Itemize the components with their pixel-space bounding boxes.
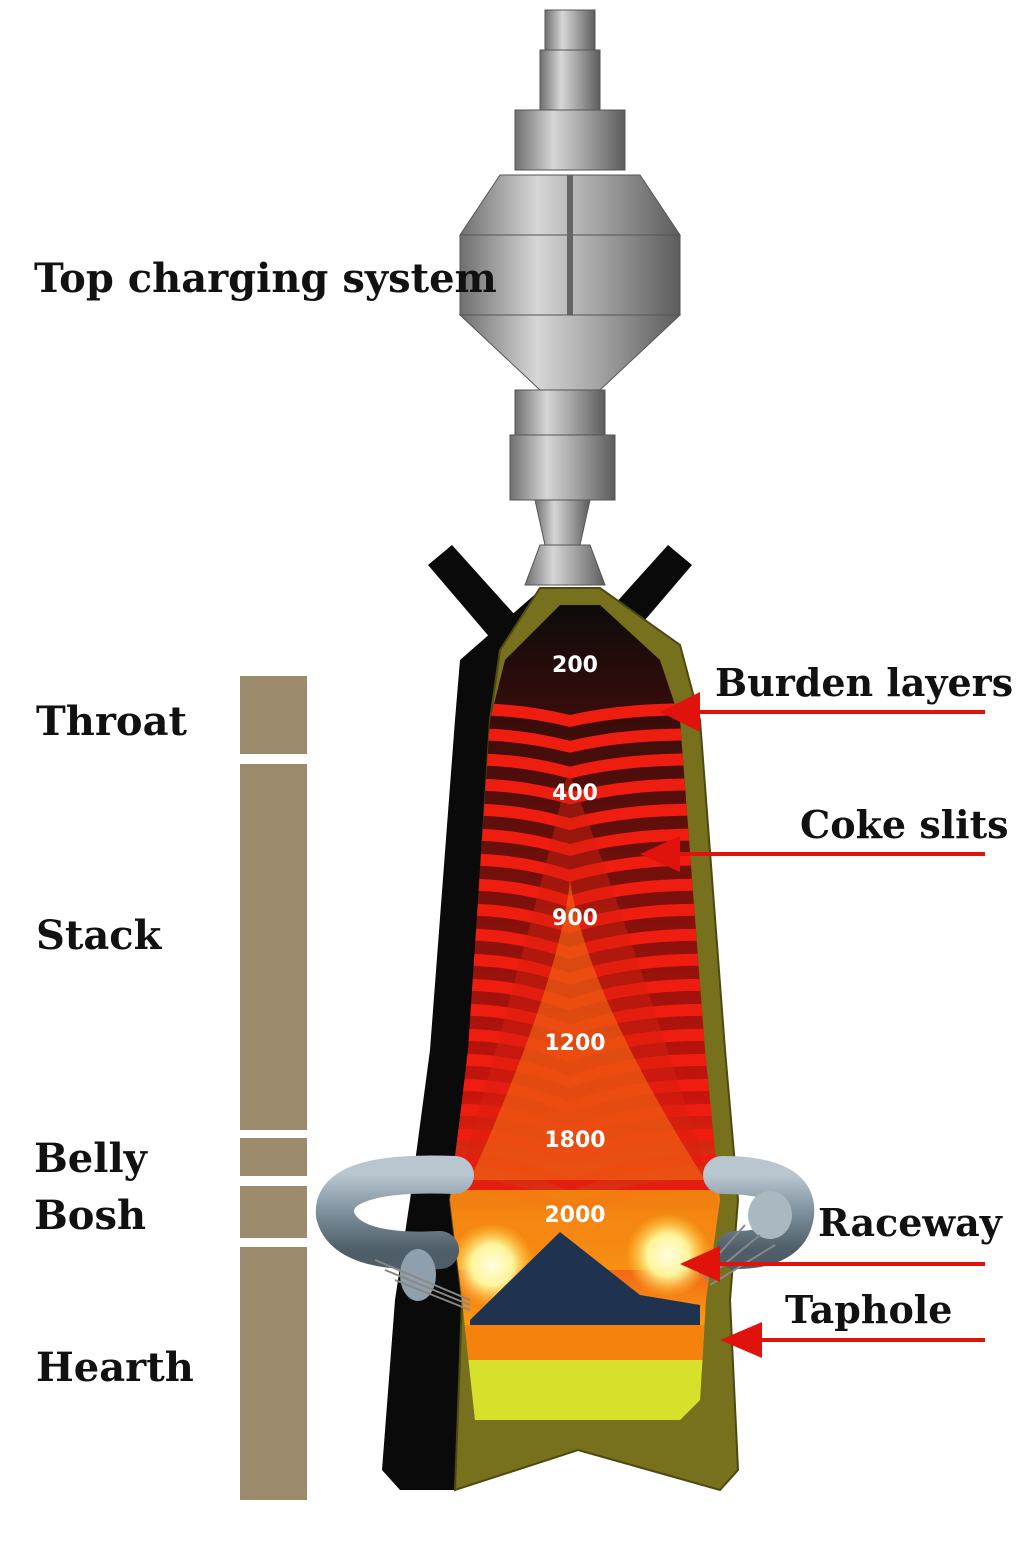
burden-stripe — [450, 878, 720, 908]
burden-stripe — [450, 928, 720, 960]
bustle-pipe-right — [703, 1156, 815, 1269]
label-burden-layers: Burden layers — [715, 660, 1014, 705]
burden-stripe — [450, 828, 720, 856]
label-stack: Stack — [36, 912, 162, 959]
label-bosh: Bosh — [34, 1192, 147, 1239]
label-belly: Belly — [34, 1135, 147, 1182]
temp-label: 2000 — [544, 1203, 605, 1228]
burden-stripe — [450, 703, 720, 727]
burden-stripe — [450, 778, 720, 805]
left-uptake — [428, 545, 515, 640]
zone-bar-belly — [240, 1138, 307, 1176]
temperature-labels: 200 400 900 1200 1800 2000 — [544, 653, 605, 1228]
zone-bar-throat — [240, 676, 307, 754]
molten-iron-layer — [460, 1325, 710, 1360]
zone-bars — [240, 676, 307, 1500]
zone-bar-hearth — [240, 1247, 307, 1500]
label-throat: Throat — [36, 698, 187, 745]
temp-label: 1800 — [544, 1128, 605, 1153]
burden-stripe — [450, 903, 720, 934]
label-coke-slits: Coke slits — [800, 802, 1009, 847]
gear-box — [514, 109, 626, 171]
zone-bar-stack — [240, 764, 307, 1130]
label-taphole: Taphole — [785, 1287, 953, 1332]
label-raceway: Raceway — [818, 1200, 1002, 1245]
label-top-charging-system: Top charging system — [34, 255, 497, 302]
pointer-arrows — [640, 692, 985, 1358]
central-chute — [534, 499, 591, 546]
burden-interior — [450, 605, 720, 1420]
temp-label: 900 — [552, 906, 598, 931]
hopper-top — [544, 9, 596, 51]
burden-stripe — [450, 753, 720, 779]
temp-label: 400 — [552, 781, 598, 806]
distribution-chute — [524, 544, 606, 586]
receiving-hopper — [539, 49, 601, 111]
temp-label: 1200 — [544, 1031, 605, 1056]
bustle-pipe-left — [315, 1155, 474, 1270]
top-charging-machinery — [458, 9, 682, 586]
raceway-right — [626, 1213, 710, 1297]
valve-housing — [514, 389, 606, 436]
zone-bar-bosh — [240, 1186, 307, 1238]
burden-stripe — [450, 803, 720, 831]
burden-stripe — [450, 728, 720, 753]
temp-label: 200 — [552, 653, 598, 678]
label-hearth: Hearth — [36, 1344, 194, 1391]
hearth-liquid — [460, 1360, 710, 1420]
gear-housing — [509, 434, 616, 501]
bin-bottom-cone — [458, 314, 682, 391]
bustle-pipe — [315, 1155, 815, 1311]
deadman-coke — [470, 1232, 700, 1330]
